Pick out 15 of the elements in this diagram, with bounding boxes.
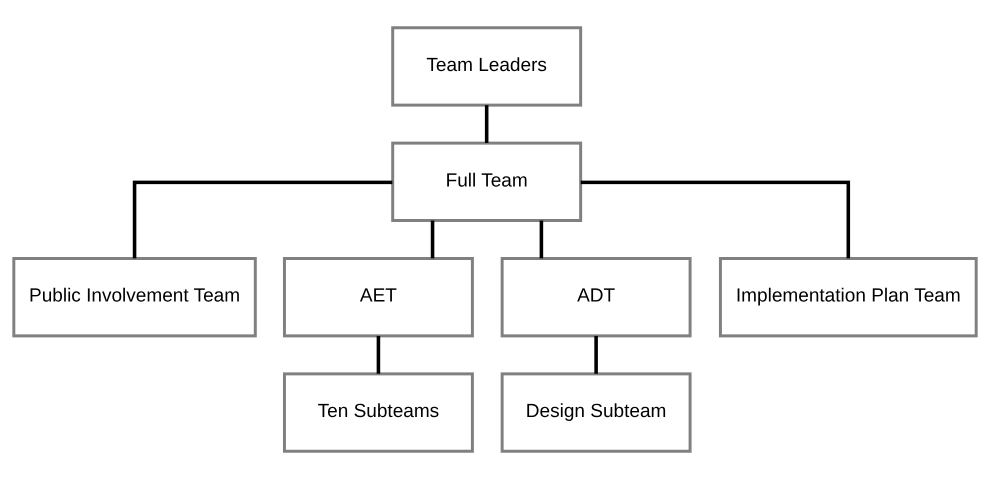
node-box: Team Leaders [391, 26, 582, 107]
node-box: Implementation Plan Team [718, 257, 978, 338]
connector [376, 336, 380, 374]
connector [540, 220, 544, 258]
node-box: Full Team [391, 142, 582, 222]
connector [594, 336, 598, 374]
node-box: Design Subteam [500, 372, 692, 453]
node-box: Public Involvement Team [12, 257, 257, 338]
connector [132, 180, 392, 258]
connector [430, 220, 434, 258]
connector [580, 180, 850, 258]
node-box: ADT [500, 257, 692, 338]
node-box: Ten Subteams [282, 372, 474, 453]
node-box: AET [282, 257, 474, 338]
connector [484, 105, 488, 143]
